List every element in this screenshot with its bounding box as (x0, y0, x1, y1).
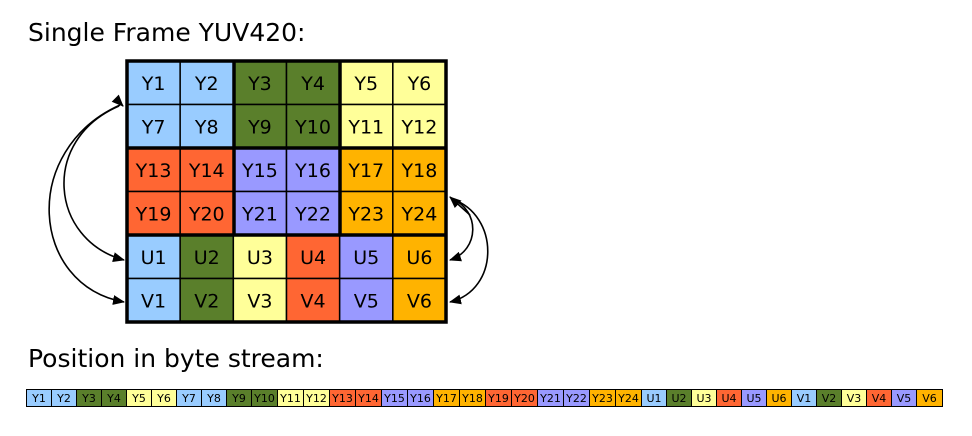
stream-cell-u6: U6 (767, 390, 792, 406)
stream-cell-u2: U2 (667, 390, 692, 406)
stream-cell-y21: Y21 (538, 390, 564, 406)
grid-cell-y3 (232, 60, 288, 106)
grid-cell-label: Y22 (294, 203, 331, 225)
stream-cell-y9: Y9 (227, 390, 252, 406)
grid-cell-y24 (392, 190, 447, 236)
stream-cell-v6: V6 (917, 390, 942, 406)
stream-cell-y24: Y24 (616, 390, 642, 406)
grid-cell-label: V2 (194, 290, 219, 312)
grid-cell-label: Y4 (300, 73, 325, 95)
stream-cell-y19: Y19 (486, 390, 512, 406)
stream-cell-y20: Y20 (512, 390, 538, 406)
grid-cell-label: U6 (406, 247, 432, 269)
stream-cell-u4: U4 (717, 390, 742, 406)
stream-cell-v1: V1 (792, 390, 817, 406)
grid-cell-y10 (285, 103, 341, 149)
grid-cell-label: Y11 (347, 116, 384, 138)
grid-cell-label: Y5 (353, 73, 378, 95)
grid-cell-label: Y18 (401, 160, 438, 182)
grid-cell-label: V3 (247, 290, 272, 312)
grid-cell-label: Y20 (188, 203, 225, 225)
grid-cell-label: Y12 (401, 116, 438, 138)
arrow-u6-to-y18 (449, 196, 471, 216)
grid-cell-label: Y21 (241, 203, 278, 225)
grid-cell-label: Y10 (294, 116, 331, 138)
grid-cell-label: U4 (300, 247, 326, 269)
stream-cell-y6: Y6 (152, 390, 177, 406)
grid-cell-label: Y17 (347, 160, 384, 182)
stream-cell-y17: Y17 (434, 390, 460, 406)
arrow-y18-to-v6 (449, 198, 489, 305)
stream-cell-y13: Y13 (330, 390, 356, 406)
arrow-y1-to-u1 (63, 105, 125, 262)
chroma-arrows-right (449, 196, 489, 305)
grid-cell-y8 (179, 103, 235, 149)
grid-cell-label: Y23 (347, 203, 384, 225)
grid-cell-label: V5 (354, 290, 379, 312)
frame-title: Single Frame YUV420: (28, 18, 306, 47)
stream-cell-y3: Y3 (77, 390, 102, 406)
stream-cell-y22: Y22 (564, 390, 590, 406)
grid-cell-label: U2 (194, 247, 220, 269)
grid-cell-y18 (392, 147, 447, 193)
stream-cell-v3: V3 (842, 390, 867, 406)
grid-cell-label: Y15 (241, 160, 278, 182)
stream-cell-y12: Y12 (304, 390, 330, 406)
stream-cell-u1: U1 (642, 390, 667, 406)
grid-cell-u2 (179, 234, 235, 280)
block-borders (125, 59, 448, 324)
grid-cell-y1 (126, 60, 181, 106)
stream-cell-u5: U5 (742, 390, 767, 406)
grid-cell-label: Y1 (141, 73, 166, 95)
grid-cell-label: Y3 (247, 73, 272, 95)
stream-cell-y5: Y5 (127, 390, 152, 406)
stream-cell-v4: V4 (867, 390, 892, 406)
stream-cell-v2: V2 (817, 390, 842, 406)
grid-cell-label: V6 (407, 290, 432, 312)
grid-cell-label: Y24 (401, 203, 438, 225)
grid-cell-label: V4 (301, 290, 326, 312)
grid-cell-label: Y19 (135, 203, 172, 225)
grid-cell-y15 (232, 147, 288, 193)
stream-cell-y18: Y18 (460, 390, 486, 406)
grid-cell-label: Y14 (188, 160, 225, 182)
grid-cell-label: U1 (141, 247, 167, 269)
stream-cell-y14: Y14 (356, 390, 382, 406)
stream-cell-y1: Y1 (27, 390, 52, 406)
grid-cell-y21 (232, 190, 288, 236)
grid-cell-label: Y6 (407, 73, 432, 95)
stream-cell-u3: U3 (692, 390, 717, 406)
grid-cell-label: U3 (247, 247, 273, 269)
byte-stream-title: Position in byte stream: (28, 344, 324, 373)
arrow-y1-to-v1 (48, 104, 125, 305)
grid-cell-label: Y2 (194, 73, 219, 95)
grid-cell-y17 (338, 147, 394, 193)
stream-cell-y15: Y15 (382, 390, 408, 406)
stream-cell-y2: Y2 (52, 390, 77, 406)
grid-cell-y16 (285, 147, 341, 193)
stream-cell-y11: Y11 (278, 390, 304, 406)
stream-cell-y7: Y7 (177, 390, 202, 406)
grid-cell-label: Y8 (194, 116, 219, 138)
grid-cell-y23 (338, 190, 394, 236)
chroma-arrows-left (48, 94, 125, 305)
stream-cell-y16: Y16 (408, 390, 434, 406)
grid-cell-label: U5 (353, 247, 379, 269)
stream-cell-y23: Y23 (590, 390, 616, 406)
grid-cell-label: Y13 (135, 160, 172, 182)
grid-cell-label: Y16 (294, 160, 331, 182)
grid-cell-label: Y9 (247, 116, 272, 138)
grid-cell-y12 (392, 103, 447, 149)
grid-cell-label: Y7 (141, 116, 166, 138)
stream-cell-y8: Y8 (202, 390, 227, 406)
grid-cell-label: V1 (141, 290, 166, 312)
arrow-u1-to-y1 (111, 94, 124, 107)
stream-cell-v5: V5 (892, 390, 917, 406)
stream-cell-y4: Y4 (102, 390, 127, 406)
stream-cell-y10: Y10 (252, 390, 278, 406)
